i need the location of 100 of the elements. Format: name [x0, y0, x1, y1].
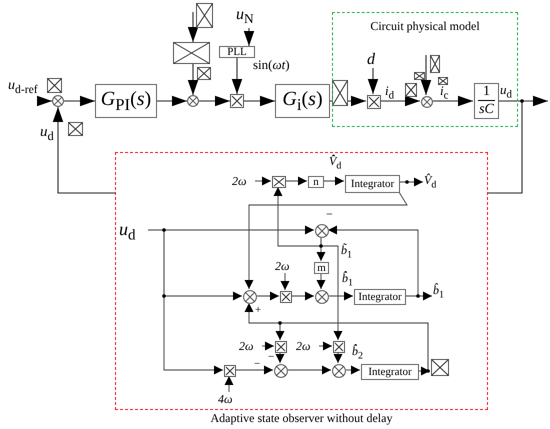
signal-label: V̂$_{d}$	[424, 174, 448, 192]
signal-label: −	[326, 208, 333, 222]
block-label: m	[317, 262, 326, 274]
summing-junction	[274, 364, 288, 378]
arrow	[256, 292, 280, 300]
signal-label: u$_{d-ref}$	[8, 78, 46, 102]
signal-label: 2ω	[296, 340, 320, 355]
arrow	[148, 230, 224, 374]
multiplier-block	[367, 95, 381, 109]
block-label: Integrator	[368, 366, 412, 378]
summing-junction	[421, 96, 433, 108]
signal-label: i$_{d}$	[385, 84, 394, 102]
arrow	[284, 176, 308, 186]
arrow	[276, 322, 428, 372]
block-label: PLL	[227, 46, 247, 58]
signal-label: 2ω	[239, 340, 263, 355]
transfer-function-block	[275, 84, 330, 118]
signal-label: −	[268, 351, 274, 364]
arrow	[318, 342, 332, 350]
signal-label: 4ω	[218, 393, 242, 408]
arrow	[290, 292, 314, 300]
arrow	[157, 96, 187, 106]
arrow	[232, 58, 242, 94]
multiplier-block	[230, 94, 244, 108]
summing-junction	[187, 95, 199, 107]
multiplier-block	[280, 291, 292, 303]
signal-label: u$_{d}$	[119, 220, 149, 244]
function-block	[361, 364, 419, 380]
multiplier-block	[272, 176, 286, 188]
arrow	[330, 96, 366, 106]
summing-junction	[315, 290, 329, 304]
signal-label: u$_{N}$	[236, 6, 262, 28]
signal-label: b̂̇$_{2}$	[352, 345, 363, 362]
arrow	[234, 366, 274, 374]
arrow	[188, 12, 198, 42]
arrow	[316, 272, 326, 290]
signal-label: 2ω	[232, 175, 256, 190]
signal-label: b̂̇$_{1}$	[342, 272, 353, 288]
model-group-frame	[332, 12, 518, 127]
signal-label: +	[255, 304, 262, 316]
arrow	[244, 96, 275, 106]
arrow	[380, 96, 420, 106]
arrow	[344, 366, 360, 374]
signal-label: u$_{d}$	[40, 124, 54, 144]
summing-junction	[52, 95, 64, 107]
summing-junction	[315, 224, 329, 238]
signal-label: −	[254, 358, 260, 370]
summing-junction	[332, 364, 346, 378]
arrow	[37, 96, 52, 106]
function-block	[314, 262, 329, 274]
arrow	[280, 272, 290, 290]
block-label: G$_{i}$(s)	[282, 88, 323, 114]
summing-junction	[243, 290, 257, 304]
function-block	[354, 289, 406, 305]
broken-image-icon	[173, 42, 210, 64]
signal-label: d	[367, 51, 381, 69]
arrow	[254, 176, 272, 186]
block-label: Integrator	[358, 292, 402, 302]
arrow	[368, 68, 378, 94]
arrow	[420, 55, 432, 95]
arrow	[262, 342, 274, 350]
arrow	[432, 96, 473, 106]
arrow	[52, 107, 115, 194]
transfer-function-block	[474, 83, 499, 119]
arrow	[224, 376, 234, 392]
arrow	[286, 366, 332, 374]
function-block	[308, 176, 324, 188]
signal-label: i$_{c}$	[440, 84, 448, 102]
transfer-function-block	[95, 84, 157, 118]
block-label: sC	[479, 103, 494, 118]
signal-label: b̂$_{1}$	[433, 284, 455, 302]
signal-label: 2ω	[275, 260, 297, 274]
function-block	[219, 46, 255, 58]
arrow	[320, 236, 342, 340]
arrow	[199, 96, 230, 106]
arrow	[328, 226, 418, 296]
function-block	[345, 175, 400, 193]
signal-label: u$_{d}$	[500, 83, 512, 102]
multiplier-block	[275, 341, 287, 353]
block-label: G$_{PI}$(s)	[100, 88, 152, 114]
arrow	[244, 28, 254, 46]
block-label: Integrator	[350, 178, 394, 190]
arrow	[322, 176, 344, 186]
signal-label: b̃$_{1}$	[341, 244, 352, 260]
broken-image-icon	[431, 359, 449, 376]
arrow	[334, 352, 342, 364]
arrow	[244, 192, 408, 290]
multiplier-block	[333, 341, 345, 353]
group-title: Adaptive state observer without delay	[210, 411, 394, 426]
arrow	[276, 352, 284, 364]
arrow	[188, 64, 198, 95]
signal-label: V̂̇$_{d}$	[329, 155, 342, 172]
arrow	[64, 96, 95, 106]
arrow	[398, 178, 424, 186]
block-label: 1	[483, 84, 490, 99]
signal-label: sin(ωt)	[253, 58, 290, 72]
arrow	[274, 186, 322, 246]
multiplier-block	[224, 365, 236, 377]
block-label: n	[313, 176, 319, 188]
arrow	[328, 292, 354, 300]
